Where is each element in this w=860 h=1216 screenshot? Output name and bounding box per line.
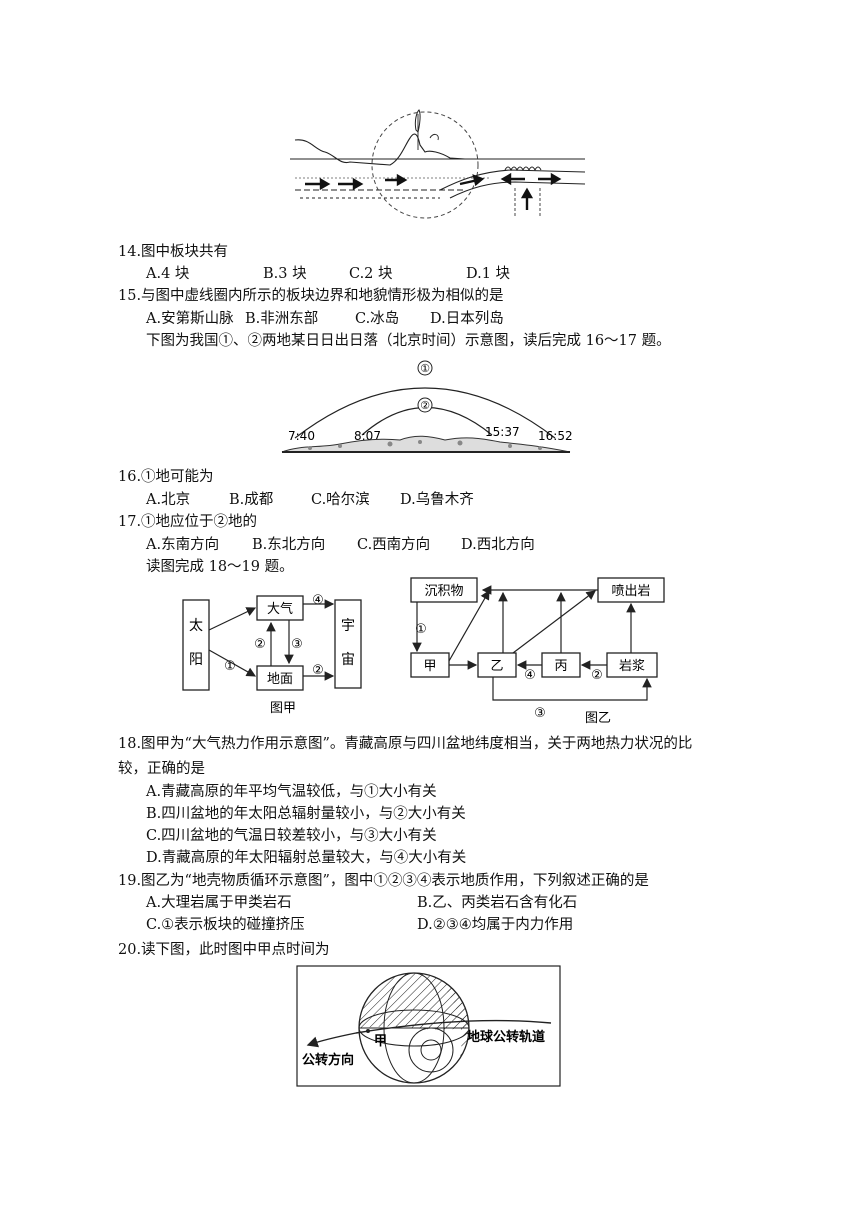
plate-boundary-figure: [290, 109, 586, 219]
jia-n4: ④: [312, 593, 324, 608]
yi-bing-label: 丙: [554, 659, 567, 674]
q15-option-c[interactable]: C.冰岛: [355, 311, 400, 327]
sun-label-1: ①: [420, 362, 430, 375]
q18-option-c[interactable]: C.四川盆地的气温日较差较小，与③大小有关: [146, 828, 437, 844]
q15-option-a[interactable]: A.安第斯山脉: [146, 311, 234, 327]
space-char-1: 宇: [341, 618, 355, 634]
time-1-rise: 7:40: [288, 429, 315, 443]
sun-char-1: 太: [189, 618, 203, 634]
q20-stem: 20.读下图，此时图中甲点时间为: [118, 942, 330, 958]
yi-n4: ④: [524, 668, 536, 683]
jia-n2b: ②: [312, 663, 324, 678]
ground-label: 地面: [267, 672, 293, 687]
jia-box: [410, 652, 450, 678]
q19-option-d[interactable]: D.②③④均属于内力作用: [417, 917, 574, 933]
volcanic-box: [597, 577, 665, 603]
sun-label-2: ②: [420, 399, 430, 412]
q15-option-d[interactable]: D.日本列岛: [430, 311, 504, 327]
yi-n2: ②: [591, 668, 603, 683]
direction-label: 公转方向: [302, 1052, 354, 1068]
magma-box: [606, 652, 658, 678]
q19-option-c[interactable]: C.①表示板块的碰撞挤压: [146, 917, 305, 933]
yi-jia-label: 甲: [423, 659, 436, 674]
q14-option-b[interactable]: B.3 块: [263, 266, 307, 282]
space-char-2: 宙: [341, 652, 355, 668]
q18-option-d[interactable]: D.青藏高原的年太阳辐射总量较大，与④大小有关: [146, 850, 467, 866]
orbit-label: 地球公转轨道: [467, 1029, 545, 1045]
q18-option-a[interactable]: A.青藏高原的年平均气温较低，与①大小有关: [146, 784, 437, 800]
earth-orbit-figure: 甲 地球公转轨道 公转方向: [296, 965, 561, 1087]
q16-option-c[interactable]: C.哈尔滨: [311, 492, 370, 508]
sun-box: [182, 599, 210, 691]
jia-n1: ①: [224, 659, 236, 674]
ground-box: [256, 665, 304, 691]
fig-jia-diagram: 太 阳 大气 地面 宇 宙 ① ② ③ ④ ② 图甲: [182, 593, 362, 716]
q16-option-b[interactable]: B.成都: [229, 492, 274, 508]
q18-option-b[interactable]: B.四川盆地的年太阳总辐射量较小，与②大小有关: [146, 806, 466, 822]
q19-stem: 19.图乙为“地壳物质循环示意图”，图中①②③④表示地质作用，下列叙述正确的是: [118, 873, 649, 889]
q16-option-a[interactable]: A.北京: [146, 492, 191, 508]
q18-stem-line2: 较，正确的是: [118, 761, 205, 777]
volcanic-label: 喷出岩: [611, 584, 650, 599]
q14-option-d[interactable]: D.1 块: [466, 266, 511, 282]
atmosphere-label: 大气: [267, 601, 293, 617]
q17-option-a[interactable]: A.东南方向: [146, 537, 220, 553]
q19-option-a[interactable]: A.大理岩属于甲类岩石: [146, 895, 292, 911]
yi-n3: ③: [534, 706, 546, 721]
yi-box: [477, 652, 517, 678]
q14-option-a[interactable]: A.4 块: [146, 266, 190, 282]
time-1-set: 16:52: [538, 429, 573, 443]
q17-option-b[interactable]: B.东北方向: [252, 537, 326, 553]
q14-stem: 14.图中板块共有: [118, 244, 229, 260]
yi-n1: ①: [415, 622, 427, 637]
yi-yi-label: 乙: [490, 659, 503, 674]
sunrise-sunset-figure: ① ② 7:40 8:07 15:37 16:52: [281, 360, 573, 453]
sediment-box: [410, 577, 478, 603]
fig-yi-diagram: 沉积物 喷出岩 甲 乙 丙 岩浆 ① ④ ② ③ 图乙: [410, 577, 665, 726]
fig-yi-caption: 图乙: [585, 711, 611, 726]
q17-stem: 17.①地应位于②地的: [118, 514, 258, 530]
jia-n3: ③: [291, 637, 303, 652]
q19-option-b[interactable]: B.乙、丙类岩石含有化石: [417, 895, 578, 911]
sun-char-2: 阳: [189, 652, 203, 668]
intro-16-17: 下图为我国①、②两地某日日出日落（北京时间）示意图，读后完成 16～17 题。: [146, 333, 671, 349]
space-box: [334, 599, 362, 689]
q16-option-d[interactable]: D.乌鲁木齐: [400, 492, 474, 508]
atmosphere-box: [256, 595, 304, 621]
earth-jia-label: 甲: [374, 1034, 387, 1049]
fig-jia-caption: 图甲: [270, 701, 296, 716]
jia-n2a: ②: [254, 637, 266, 652]
q15-stem: 15.与图中虚线圈内所示的板块边界和地貌情形极为相似的是: [118, 288, 504, 304]
q17-option-d[interactable]: D.西北方向: [461, 537, 535, 553]
q18-stem-line1: 18.图甲为“大气热力作用示意图”。青藏高原与四川盆地纬度相当，关于两地热力状况…: [118, 736, 693, 752]
magma-label: 岩浆: [619, 659, 645, 674]
intro-18-19: 读图完成 18～19 题。: [146, 559, 294, 575]
q16-stem: 16.①地可能为: [118, 469, 214, 485]
time-2-set: 15:37: [485, 425, 520, 439]
q17-option-c[interactable]: C.西南方向: [357, 537, 431, 553]
q15-option-b[interactable]: B.非洲东部: [245, 311, 319, 327]
sediment-label: 沉积物: [424, 584, 463, 599]
q14-option-c[interactable]: C.2 块: [349, 266, 393, 282]
